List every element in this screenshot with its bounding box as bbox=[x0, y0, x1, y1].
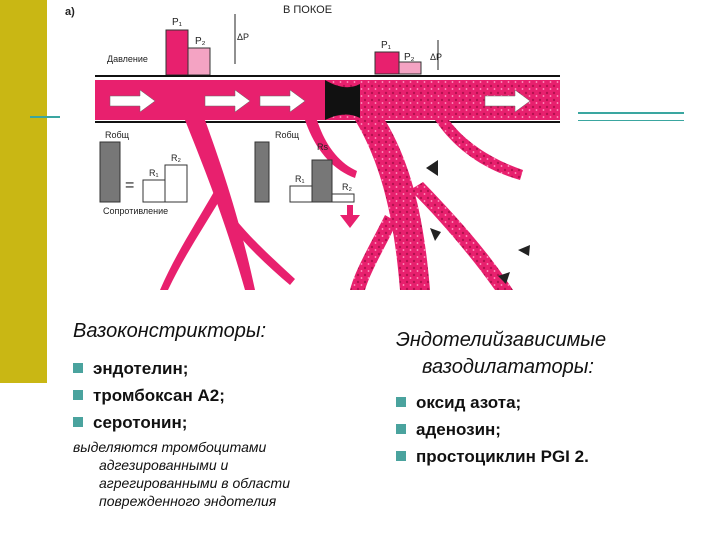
dilation-arrow-2 bbox=[430, 228, 441, 241]
resistance-bar-rs-right bbox=[311, 159, 333, 203]
r2-left-label: R₂ bbox=[171, 153, 181, 163]
list-item: простоциклин PGI 2. bbox=[396, 443, 696, 470]
bullet-icon bbox=[73, 390, 83, 400]
flow-arrow-2 bbox=[204, 89, 251, 113]
p1-left-label: P₁ bbox=[172, 17, 183, 28]
dilation-arrow-1 bbox=[426, 160, 438, 176]
vasodilators-column: Эндотелийзависимые вазодилататоры: оксид… bbox=[396, 327, 696, 470]
p2-right-label: P₂ bbox=[404, 52, 415, 63]
list-item-text: тромбоксан А2; bbox=[93, 386, 225, 405]
heading-line: Эндотелийзависимые bbox=[396, 329, 607, 351]
list-item-text: эндотелин; bbox=[93, 359, 189, 378]
resistance-bar-r2-left bbox=[164, 164, 188, 203]
note-line: адгезированными и bbox=[99, 457, 229, 473]
list-item: эндотелин; bbox=[73, 355, 373, 382]
list-item: аденозин; bbox=[396, 416, 696, 443]
down-arrow-shaft bbox=[347, 205, 353, 217]
heading-line: вазодилататоры: bbox=[422, 356, 594, 378]
list-item-text: простоциклин PGI 2. bbox=[416, 447, 589, 466]
r2-right-label: R₂ bbox=[342, 182, 352, 192]
r1-left-label: R₁ bbox=[149, 168, 159, 178]
vasoconstrictors-heading: Вазоконстрикторы: bbox=[73, 320, 267, 342]
left-branch-4 bbox=[305, 120, 357, 178]
figure-title: В ПОКОЕ bbox=[283, 4, 332, 16]
down-arrow-head bbox=[340, 215, 360, 228]
list-item: оксид азота; bbox=[396, 389, 696, 416]
note-line: поврежденного эндотелия bbox=[99, 493, 277, 509]
dilation-arrow-4 bbox=[498, 272, 510, 284]
left-accent-bar bbox=[0, 0, 47, 383]
flow-arrow-4 bbox=[484, 89, 531, 113]
vasodilators-heading: Эндотелийзависимые вазодилататоры: bbox=[396, 327, 696, 381]
pressure-bar-p1-right bbox=[374, 51, 400, 75]
left-accent-line bbox=[30, 116, 60, 118]
delta-p-right-label: ΔP bbox=[430, 52, 442, 62]
platelet-note: выделяются тромбоцитами адгезированными … bbox=[73, 438, 373, 510]
right-accent-line-top bbox=[578, 112, 684, 114]
dilation-arrow-3 bbox=[518, 245, 530, 256]
list-item-text: оксид азота; bbox=[416, 393, 522, 412]
flow-arrow-1 bbox=[109, 89, 156, 113]
right-branch-4 bbox=[435, 120, 523, 180]
list-item-text: аденозин; bbox=[416, 420, 501, 439]
pressure-label: Давление bbox=[107, 54, 148, 64]
pressure-bar-p1-left bbox=[165, 29, 189, 76]
rs-right-label: Rs bbox=[317, 142, 328, 152]
left-branch-3 bbox=[230, 220, 295, 285]
flow-arrow-3 bbox=[259, 89, 306, 113]
bullet-icon bbox=[396, 451, 406, 461]
right-accent-line-bottom bbox=[578, 120, 684, 121]
bullet-icon bbox=[396, 424, 406, 434]
right-branch-main bbox=[355, 120, 430, 290]
bullet-icon bbox=[396, 397, 406, 407]
right-branch-2 bbox=[410, 182, 513, 290]
list-item: тромбоксан А2; bbox=[73, 382, 373, 409]
resistance-bar-total-right bbox=[254, 141, 270, 203]
left-branch-2 bbox=[160, 190, 221, 290]
bullet-icon bbox=[73, 363, 83, 373]
vasodilators-list: оксид азота; аденозин; простоциклин PGI … bbox=[396, 389, 696, 470]
bullet-icon bbox=[73, 417, 83, 427]
delta-p-left-label: ΔP bbox=[237, 32, 249, 42]
resistance-bar-r2-right bbox=[331, 193, 355, 203]
equals-sign: = bbox=[125, 177, 134, 194]
r-total-left-label: Rобщ bbox=[105, 130, 130, 140]
vasodilation-diagram: а) В ПОКОЕ P₁ P₂ ΔP Давление P₁ P₂ ΔP Rо… bbox=[65, 4, 560, 290]
constriction-wall bbox=[325, 80, 360, 120]
right-branch-3 bbox=[350, 215, 397, 290]
r-total-right-label: Rобщ bbox=[275, 130, 300, 140]
vasoconstrictors-list: эндотелин; тромбоксан А2; серотонин; bbox=[73, 355, 373, 436]
resistance-label: Сопротивление bbox=[103, 206, 168, 216]
resistance-bar-total-left bbox=[99, 141, 121, 203]
resistance-bar-r1-left bbox=[142, 179, 166, 203]
resistance-bar-r1-right bbox=[289, 185, 313, 203]
list-item: серотонин; bbox=[73, 409, 373, 436]
list-item-text: серотонин; bbox=[93, 413, 188, 432]
p1-right-label: P₁ bbox=[381, 40, 392, 51]
r1-right-label: R₁ bbox=[295, 174, 305, 184]
vasoconstrictors-column: Вазоконстрикторы: эндотелин; тромбоксан … bbox=[73, 318, 373, 510]
left-branch-main bbox=[185, 120, 255, 290]
p2-left-label: P₂ bbox=[195, 36, 206, 47]
note-line: выделяются тромбоцитами bbox=[73, 439, 267, 455]
panel-letter: а) bbox=[65, 6, 75, 18]
note-line: агрегированными в области bbox=[99, 475, 290, 491]
pressure-bar-p2-left bbox=[187, 47, 211, 76]
pressure-bar-p2-right bbox=[398, 61, 422, 75]
